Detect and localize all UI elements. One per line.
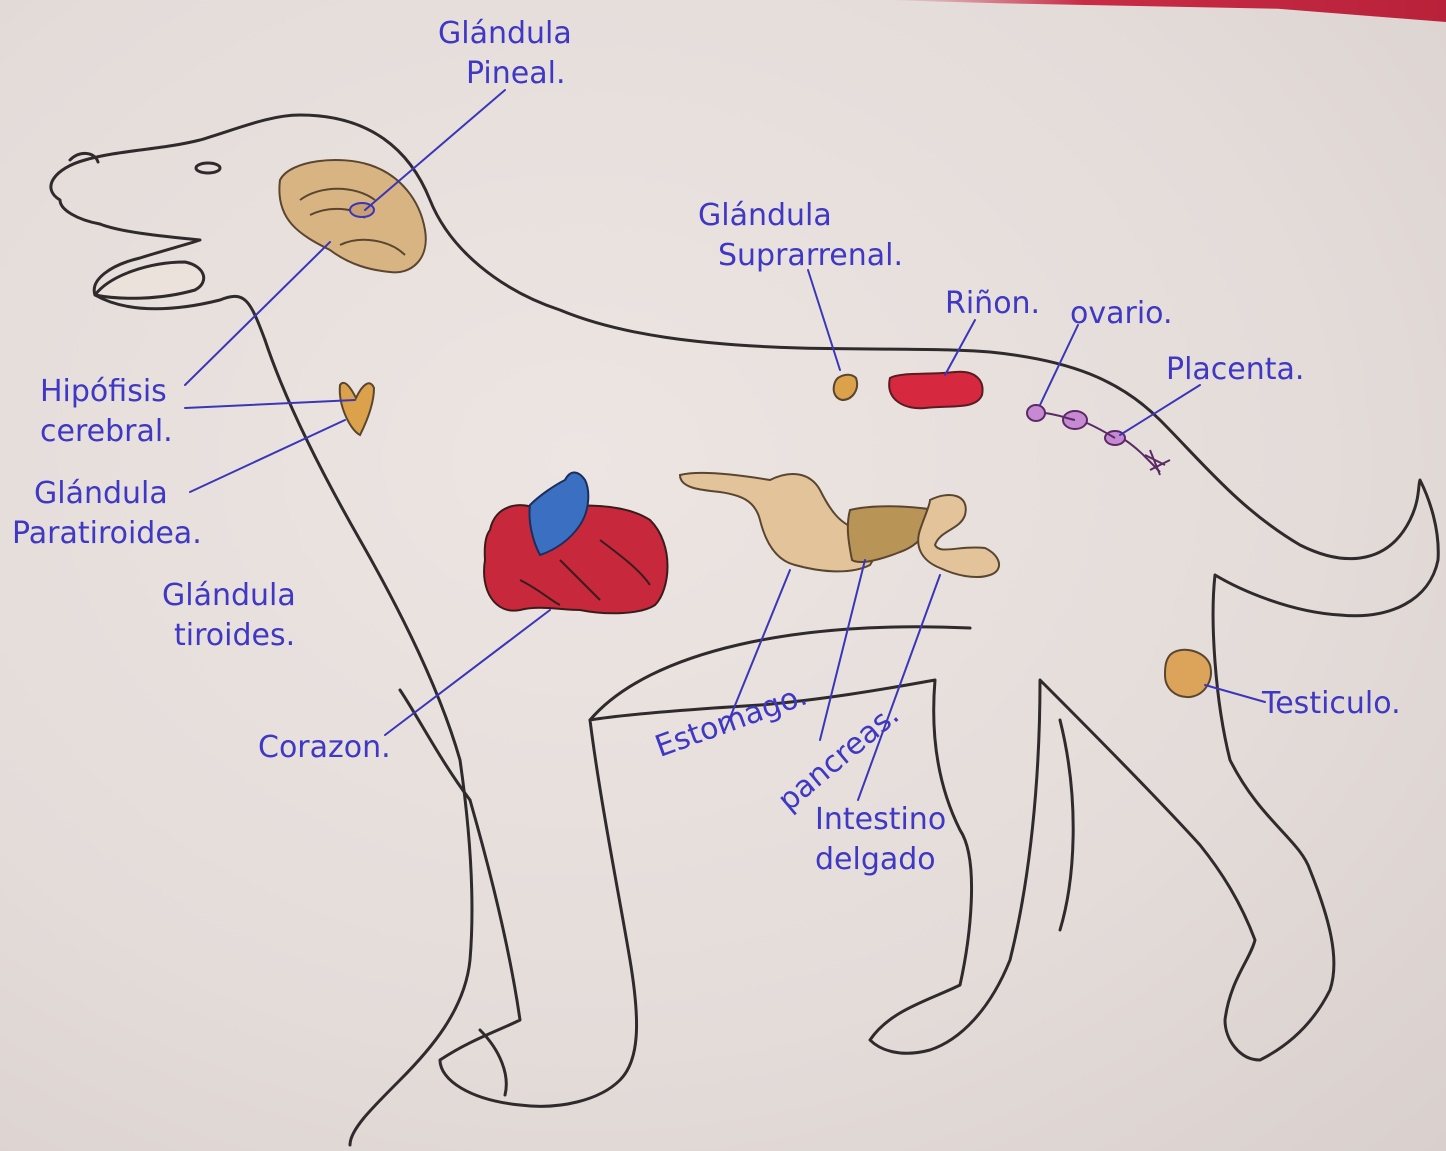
label-suprarrenal-line2: Suprarrenal. xyxy=(698,236,903,276)
intestino-leader xyxy=(858,575,940,800)
rinon-leader xyxy=(945,320,975,375)
label-rinon-line1: Riñon. xyxy=(945,284,1040,324)
label-tiroides: Glándula tiroides. xyxy=(162,576,296,656)
dog-eye xyxy=(196,163,220,173)
heart xyxy=(484,473,667,614)
label-ovario-line1: ovario. xyxy=(1070,294,1173,334)
pineal-leader xyxy=(365,90,505,210)
corazon-leader xyxy=(385,610,550,735)
label-paratiroidea-line1: Glándula xyxy=(12,474,202,514)
label-testiculo-line1: Testiculo. xyxy=(1262,684,1401,724)
paratiroidea-leader xyxy=(190,420,345,492)
label-placenta-line1: Placenta. xyxy=(1166,350,1304,390)
label-intestino: Intestino delgado xyxy=(815,800,946,880)
adrenal-gland xyxy=(834,375,857,400)
tiroides-leader xyxy=(185,400,355,408)
label-intestino-line1: Intestino xyxy=(815,800,946,840)
label-pineal: Glándula Pineal. xyxy=(438,14,572,94)
label-hipofisis: Hipófisis cerebral. xyxy=(40,372,173,452)
ovary-placenta xyxy=(1027,405,1170,475)
dog-front-leg-inner xyxy=(480,1030,506,1095)
thyroid-gland xyxy=(340,383,374,435)
label-hipofisis-line1: Hipófisis xyxy=(40,372,173,412)
small-intestine xyxy=(918,495,999,577)
ovario-leader xyxy=(1040,325,1078,405)
placenta-leader xyxy=(1120,385,1200,435)
suprarrenal-leader xyxy=(808,270,840,370)
label-suprarrenal-line1: Glándula xyxy=(698,196,903,236)
label-suprarrenal: Glándula Suprarrenal. xyxy=(698,196,903,276)
label-pineal-line1: Glándula xyxy=(438,14,572,54)
dog-back-leg-inner xyxy=(400,690,470,800)
label-testiculo: Testiculo. xyxy=(1262,684,1401,724)
label-hipofisis-line2: cerebral. xyxy=(40,412,173,452)
label-tiroides-line1: Glándula xyxy=(162,576,296,616)
label-corazon: Corazon. xyxy=(258,728,391,768)
label-paratiroidea: Glándula Paratiroidea. xyxy=(12,474,202,554)
testiculo-leader xyxy=(1205,685,1265,702)
hipofisis-leader xyxy=(185,242,330,385)
label-intestino-line2: delgado xyxy=(815,840,946,880)
dog-hind-leg-inner xyxy=(1060,720,1073,930)
label-rinon: Riñon. xyxy=(945,284,1040,324)
label-paratiroidea-line2: Paratiroidea. xyxy=(12,514,202,554)
label-pineal-line2: Pineal. xyxy=(438,54,572,94)
pancreas-leader xyxy=(820,560,865,740)
testicle xyxy=(1165,650,1211,697)
label-corazon-line1: Corazon. xyxy=(258,728,391,768)
kidney xyxy=(889,372,982,409)
label-ovario: ovario. xyxy=(1070,294,1173,334)
label-placenta: Placenta. xyxy=(1166,350,1304,390)
label-tiroides-line2: tiroides. xyxy=(162,616,296,656)
